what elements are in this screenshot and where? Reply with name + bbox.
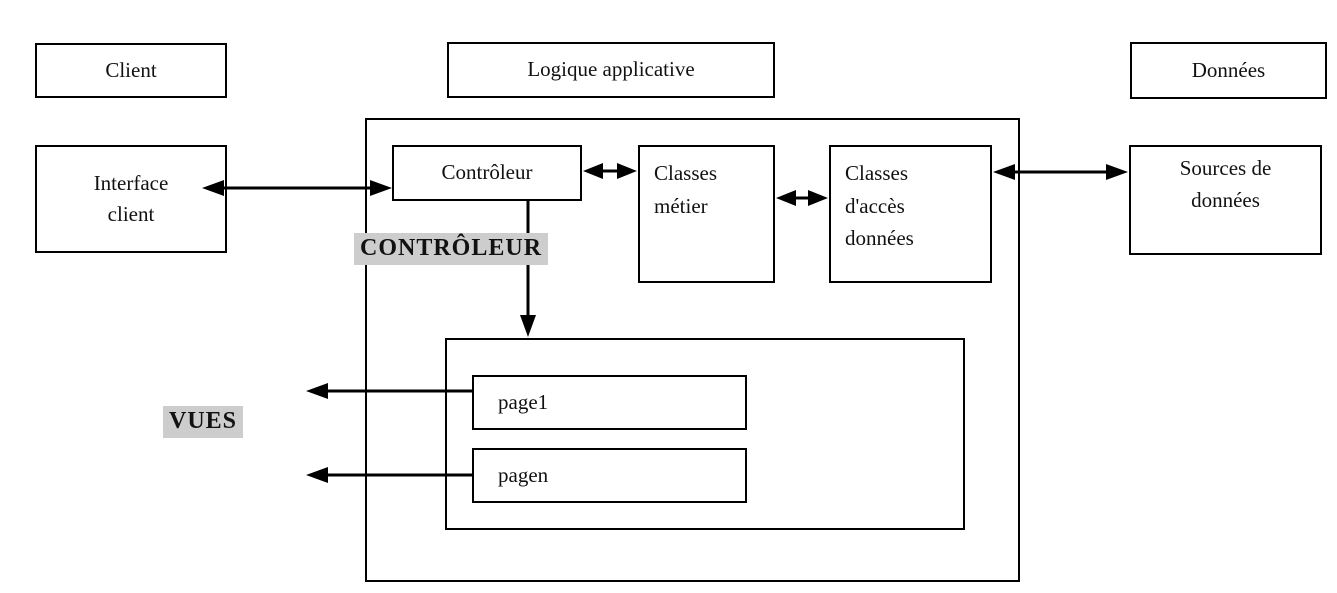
node-controleur: Contrôleur: [392, 145, 582, 201]
caption-vues: VUES: [163, 406, 244, 438]
node-label-interface-client: Interface client: [93, 170, 169, 227]
node-classes-acces-donnees: Classes d'accès données: [829, 145, 992, 283]
caption-controleur: CONTRÔLEUR: [354, 233, 549, 265]
tier-label-logique-applicative: Logique applicative: [527, 57, 695, 82]
node-interface-client: Interface client: [35, 145, 227, 253]
tier-box-client: Client: [35, 43, 227, 98]
node-pagen: pagen: [472, 448, 747, 503]
tier-box-logique-applicative: Logique applicative: [447, 42, 775, 98]
node-label-sources-donnees: Sources de données: [1179, 156, 1272, 212]
logic-container: [365, 118, 1020, 582]
node-page1: page1: [472, 375, 747, 430]
node-classes-metier: Classes métier: [638, 145, 775, 283]
tier-box-donnees: Données: [1130, 42, 1327, 99]
vues-container: [445, 338, 965, 530]
arrow-interface-controleur: [202, 180, 392, 196]
node-sources-donnees: Sources de données: [1129, 145, 1322, 255]
node-label-controleur: Contrôleur: [441, 160, 533, 185]
node-label-classes-metier: Classes métier: [654, 161, 717, 218]
node-label-page1: page1: [498, 389, 549, 414]
node-label-pagen: pagen: [498, 462, 549, 487]
tier-label-donnees: Données: [1191, 57, 1266, 82]
node-label-classes-acces-donnees: Classes d'accès données: [845, 161, 914, 251]
tier-label-client: Client: [105, 57, 157, 82]
